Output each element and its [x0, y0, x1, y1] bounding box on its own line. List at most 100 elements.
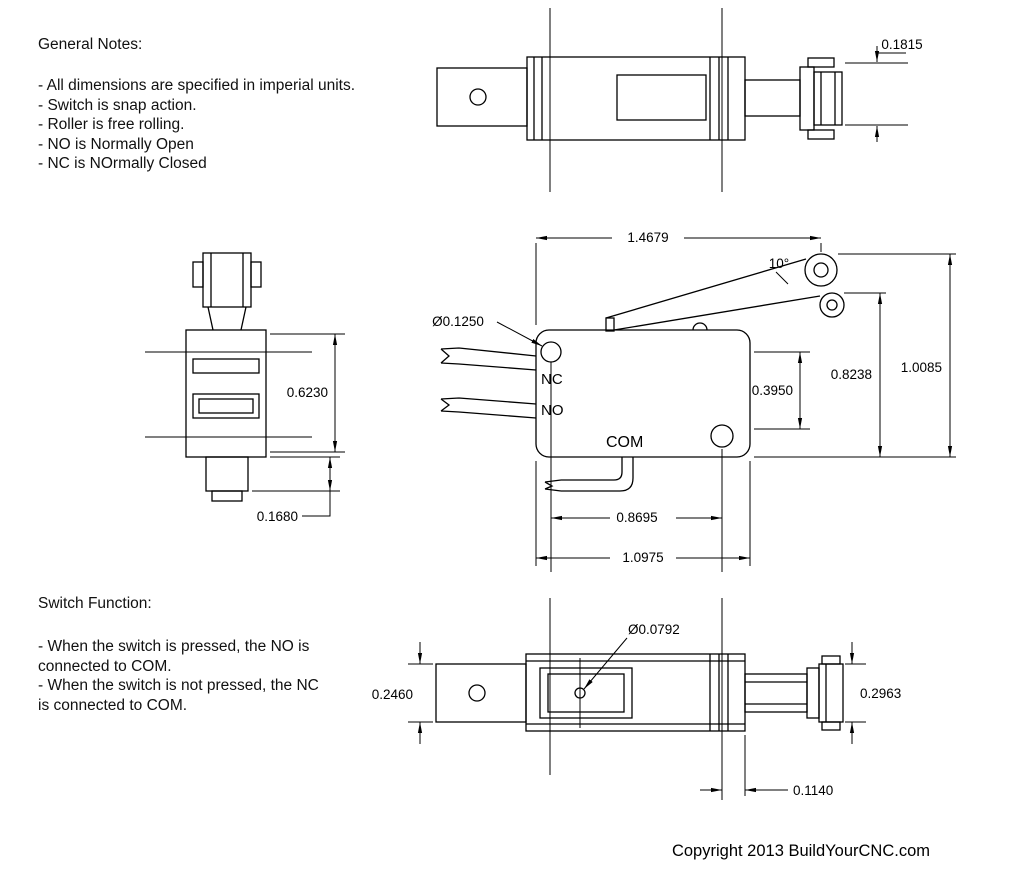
- dim-mount-hole-diameter: Ø0.1250: [432, 314, 543, 347]
- dim-overall-width-extensions: [535, 243, 822, 325]
- top-view-slot: [616, 74, 707, 121]
- dim-lever-angle-label: 10°: [769, 256, 789, 271]
- top-view-body-details: [533, 57, 729, 140]
- side-roller-axle-right: [250, 261, 262, 288]
- switch-function-line: is connected to COM.: [38, 696, 188, 714]
- dim-body-width-label: 1.0975: [622, 550, 663, 565]
- dim-lever-angle: 10°: [769, 256, 789, 285]
- terminal-no-label: NO: [541, 402, 564, 419]
- terminal-no: [440, 397, 537, 419]
- dim-roller-end-label: 0.2963: [860, 686, 901, 701]
- switch-function-title: Switch Function:: [38, 595, 152, 612]
- dim-bottom-hole-leader: [583, 637, 628, 690]
- note-item: - Roller is free rolling.: [38, 116, 185, 133]
- bottom-view-drawing: Ø0.0792 0.2460 0.2963 0.1140: [372, 598, 901, 800]
- bottom-roller-tab-bottom: [821, 721, 841, 731]
- dim-roller-end-extensions: [845, 663, 866, 723]
- dim-lever-height-label: 0.8238: [831, 367, 872, 382]
- dim-mount-hole-label: Ø0.1250: [432, 314, 484, 329]
- lever-roller-inner: [813, 262, 829, 278]
- dim-lever-angle-leader: [775, 271, 789, 285]
- lever-arm: [605, 258, 821, 331]
- roller-bottom-tab: [807, 129, 835, 140]
- dim-edge-offset: 0.1140: [700, 735, 833, 798]
- dim-body-upper-label: 0.3950: [752, 383, 793, 398]
- side-view-drawing: 0.6230 0.1680: [145, 252, 345, 524]
- dim-lever-height: 0.8238: [831, 292, 886, 457]
- dim-roller-height: 0.1815: [845, 37, 923, 142]
- side-body-band-1: [192, 358, 260, 374]
- bottom-roller-tab-top: [821, 655, 841, 665]
- bottom-body-edges: [526, 660, 745, 725]
- roller-body: [813, 71, 843, 126]
- side-roller-axle-left: [192, 261, 204, 288]
- terminal-nc: [440, 347, 537, 371]
- switch-function-line: connected to COM.: [38, 657, 172, 675]
- front-mount-hole-left: [540, 341, 562, 363]
- side-view-centerlines: [145, 351, 312, 438]
- dim-body-upper-height: 0.3950: [752, 351, 810, 430]
- side-plunger: [205, 456, 249, 492]
- side-plunger-tip: [211, 490, 243, 502]
- top-view-centerlines: [549, 8, 723, 192]
- dim-side-plunger-height: 0.1680: [252, 456, 340, 524]
- lever-rivet-inner: [826, 299, 838, 311]
- dim-side-body-height-extensions: [270, 333, 345, 453]
- dim-roller-height-extensions: [845, 52, 908, 126]
- side-lever-bracket: [207, 306, 247, 331]
- dim-body-width-extensions: [535, 461, 751, 566]
- bottom-small-hole: [574, 687, 586, 699]
- side-roller-lines: [210, 253, 244, 307]
- bottom-roller-shaft: [744, 673, 808, 713]
- lever-hinge: [605, 317, 615, 332]
- dim-bottom-hole-label: Ø0.0792: [628, 622, 680, 637]
- general-notes-title: General Notes:: [38, 36, 143, 53]
- dim-edge-offset-label: 0.1140: [793, 783, 833, 798]
- lever-rivet-outer: [819, 292, 845, 318]
- general-notes: General Notes: - All dimensions are spec…: [38, 36, 468, 174]
- dim-plunger-block-height: 0.2460: [372, 642, 433, 744]
- dim-side-body-height: 0.6230: [270, 333, 345, 453]
- terminal-com-label: COM: [606, 434, 643, 451]
- roller-hub: [799, 66, 815, 131]
- dim-side-plunger-height-leader: [302, 491, 331, 517]
- dim-roller-height-label: 0.1815: [881, 37, 922, 52]
- terminal-com: [544, 457, 634, 492]
- bottom-roller-end: [818, 663, 844, 723]
- side-body-band-2-inner: [198, 398, 254, 414]
- bottom-roller-shaft-lines: [745, 681, 807, 705]
- lever-roller-outer: [804, 253, 838, 287]
- front-mount-hole-right: [710, 424, 734, 448]
- dim-plunger-block-label: 0.2460: [372, 687, 413, 702]
- top-view-drawing: 0.1815: [436, 8, 923, 192]
- bottom-slot-outer: [539, 667, 633, 719]
- bottom-body: [525, 653, 746, 732]
- bottom-block-hole: [468, 684, 486, 702]
- bottom-plunger-block: [435, 663, 527, 723]
- dim-roller-end-height: 0.2963: [845, 642, 901, 744]
- switch-function-list: - When the switch is pressed, the NO is …: [38, 637, 368, 715]
- side-roller: [202, 252, 252, 308]
- dim-overall-width-label: 1.4679: [627, 230, 668, 245]
- note-item: - NO is Normally Open: [38, 135, 194, 153]
- side-body-band-2: [192, 393, 260, 419]
- dim-overall-width: 1.4679: [535, 230, 822, 325]
- top-view-plunger-block: [436, 67, 528, 127]
- dim-hole-spacing: 0.8695: [550, 362, 723, 572]
- front-body: [535, 329, 751, 458]
- dim-mount-hole-leader: [496, 321, 543, 347]
- dim-side-plunger-height-label: 0.1680: [257, 509, 298, 524]
- switch-function-line: - When the switch is pressed, the NO is: [38, 638, 310, 655]
- bottom-roller-assembly: [744, 655, 844, 731]
- dim-body-width: 1.0975: [535, 461, 751, 566]
- copyright-text: Copyright 2013 BuildYourCNC.com: [671, 842, 930, 860]
- dim-side-plunger-height-extensions: [252, 456, 340, 492]
- general-notes-list: - All dimensions are specified in imperi…: [38, 76, 468, 174]
- dim-overall-height-extensions: [754, 253, 956, 458]
- bottom-body-details: [709, 654, 729, 731]
- top-view-body: [526, 56, 746, 141]
- switch-function-line: - When the switch is not pressed, the NC: [38, 677, 319, 694]
- dim-hole-spacing-label: 0.8695: [616, 510, 657, 525]
- front-view-drawing: NC NO COM 10° Ø0.1250 1.4679 0.3950: [432, 230, 956, 572]
